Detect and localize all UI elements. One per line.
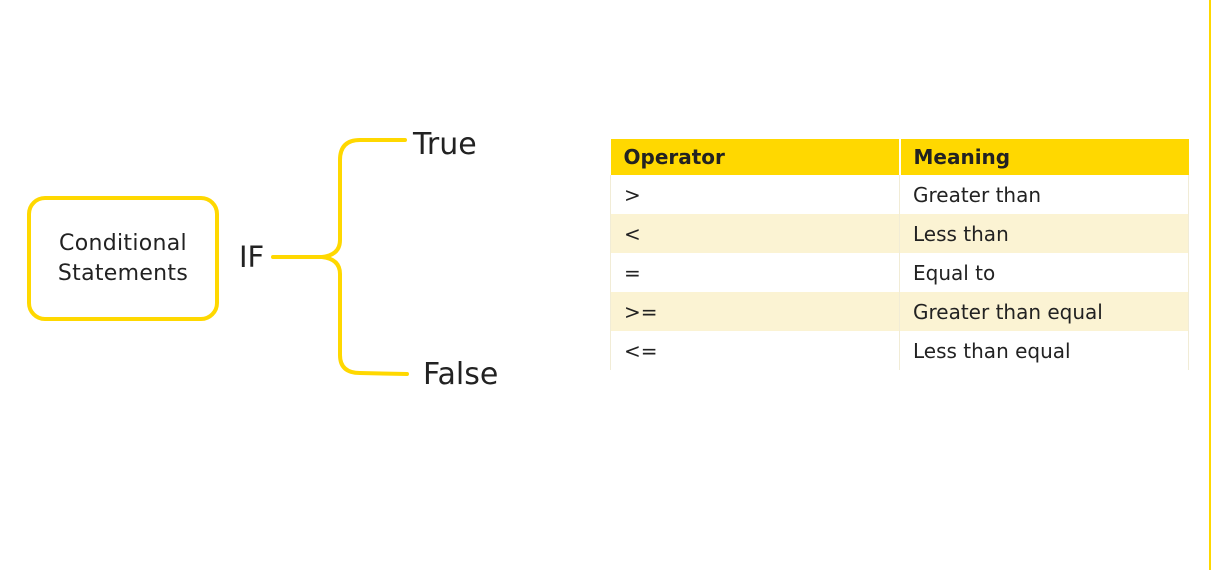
operator-cell: >= [610,292,900,331]
operator-table: Operator Meaning > Greater than < Less t… [610,139,1189,370]
table-row: <= Less than equal [610,331,1189,370]
brace-path [271,138,409,376]
conditional-statements-box: Conditional Statements [27,196,219,321]
meaning-cell: Greater than [899,175,1189,214]
slide-edge-line [1209,0,1211,570]
operator-cell: < [610,214,900,253]
if-label: IF [239,240,265,274]
table-row: = Equal to [610,253,1189,292]
operator-cell: > [610,175,900,214]
meaning-cell: Less than [899,214,1189,253]
table-header-row: Operator Meaning [610,139,1189,175]
table-row: > Greater than [610,175,1189,214]
operator-cell: = [610,253,900,292]
false-label: False [423,357,499,392]
box-line-2: Statements [57,260,189,286]
header-meaning: Meaning [899,139,1189,175]
box-text: Conditional Statements [58,229,188,289]
meaning-cell: Greater than equal [899,292,1189,331]
table-row: >= Greater than equal [610,292,1189,331]
table-row: < Less than [610,214,1189,253]
meaning-cell: Less than equal [899,331,1189,370]
true-label: True [413,127,477,162]
meaning-cell: Equal to [899,253,1189,292]
operator-cell: <= [610,331,900,370]
header-operator: Operator [610,139,901,175]
box-line-1: Conditional [59,230,187,256]
